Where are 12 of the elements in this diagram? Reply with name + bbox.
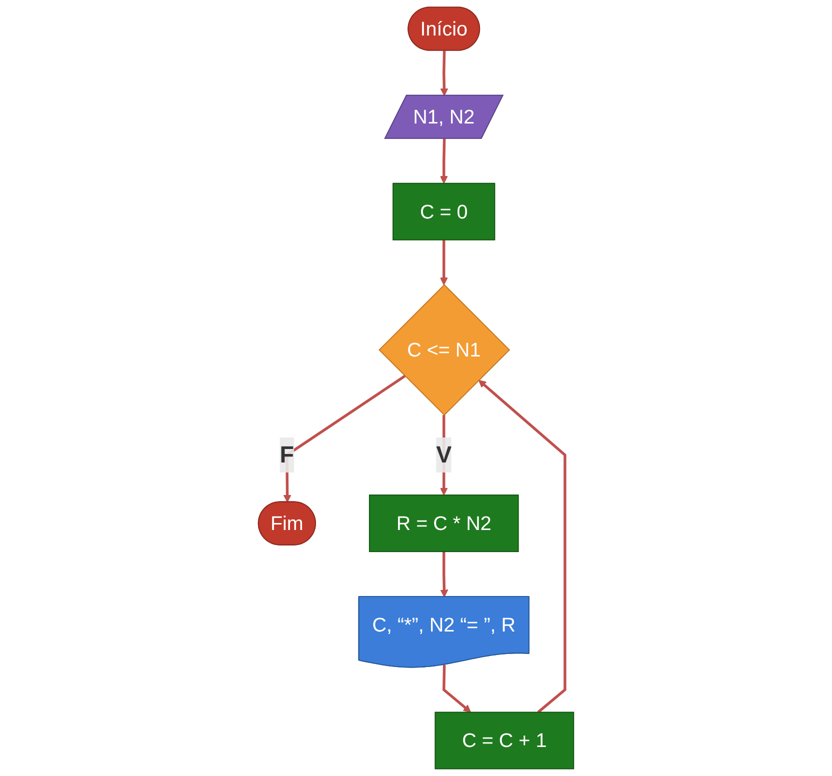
node-box: C = 0 [392, 182, 496, 240]
node-box: R = C * N2 [368, 494, 519, 552]
arrow [440, 50, 448, 96]
arrow [442, 664, 472, 713]
edge-label: V [436, 441, 452, 468]
arrow [440, 138, 448, 184]
arrow [440, 552, 448, 598]
arrow [440, 240, 448, 286]
edge-label: F [280, 441, 294, 468]
arrow [478, 380, 566, 714]
node-diamond: C <= N1 [378, 284, 510, 416]
node-box: C = C + 1 [434, 712, 574, 770]
